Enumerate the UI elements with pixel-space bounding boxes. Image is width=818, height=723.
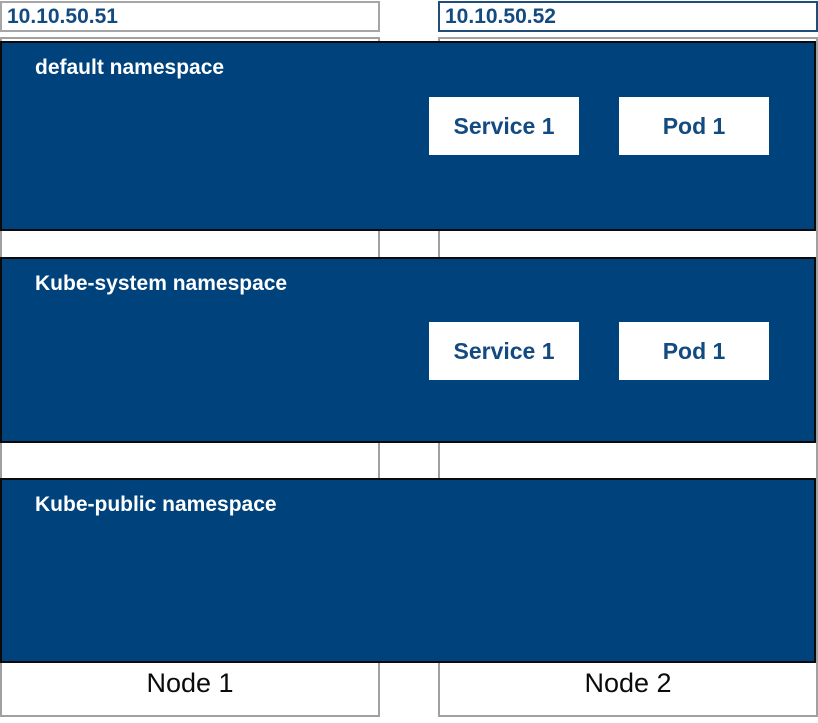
namespace-kube-public-title: Kube-public namespace xyxy=(35,493,277,516)
namespace-band-kube-system: Kube-system namespace Service 1 Pod 1 xyxy=(0,257,816,443)
namespace-kube-system-title: Kube-system namespace xyxy=(35,272,288,295)
node-2-ip: 10.10.50.52 xyxy=(445,4,556,28)
namespace-default-title: default namespace xyxy=(35,56,225,79)
node-1-ip-box: 10.10.50.51 xyxy=(0,1,380,32)
node-2-ip-box: 10.10.50.52 xyxy=(438,1,818,32)
namespace-band-kube-public: Kube-public namespace xyxy=(0,478,816,663)
node-1-label: Node 1 xyxy=(146,668,234,698)
default-service-box: Service 1 xyxy=(429,97,579,155)
namespace-band-default: default namespace Service 1 Pod 1 xyxy=(0,41,816,231)
default-pod-box: Pod 1 xyxy=(619,97,769,155)
kube-system-pod-box: Pod 1 xyxy=(619,322,769,380)
node-1-ip: 10.10.50.51 xyxy=(7,4,118,28)
node-2-label: Node 2 xyxy=(584,668,672,698)
kube-system-service-box: Service 1 xyxy=(429,322,579,380)
